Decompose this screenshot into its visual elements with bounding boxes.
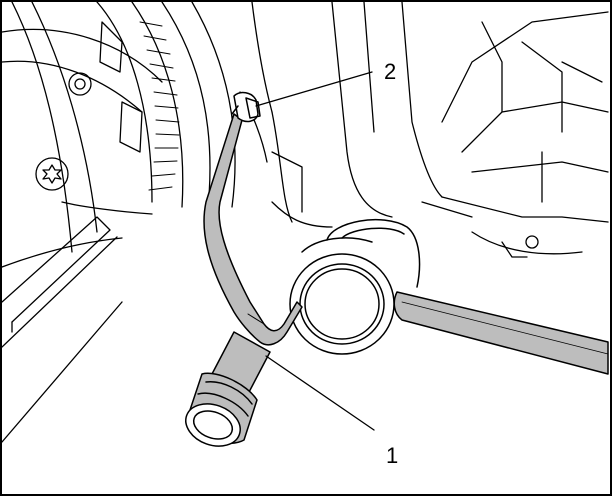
torx-bolt-lower (35, 157, 69, 191)
support-bar-right (393, 291, 609, 375)
leader-lines (255, 71, 375, 431)
cross-member (2, 216, 123, 443)
coolant-pipe (289, 219, 421, 355)
torx-bolt-upper (68, 72, 92, 96)
flywheel-housing (2, 2, 236, 268)
leader-line-1 (265, 355, 375, 431)
callout-label-2: 2 (384, 59, 397, 84)
special-tool-rod (203, 113, 303, 395)
engine-block (239, 2, 609, 258)
ring-gear-teeth (139, 21, 180, 191)
callout-label-1: 1 (386, 443, 399, 468)
tool-socket (185, 372, 258, 447)
leader-line-2 (255, 71, 373, 107)
sensor-connector (231, 91, 261, 123)
